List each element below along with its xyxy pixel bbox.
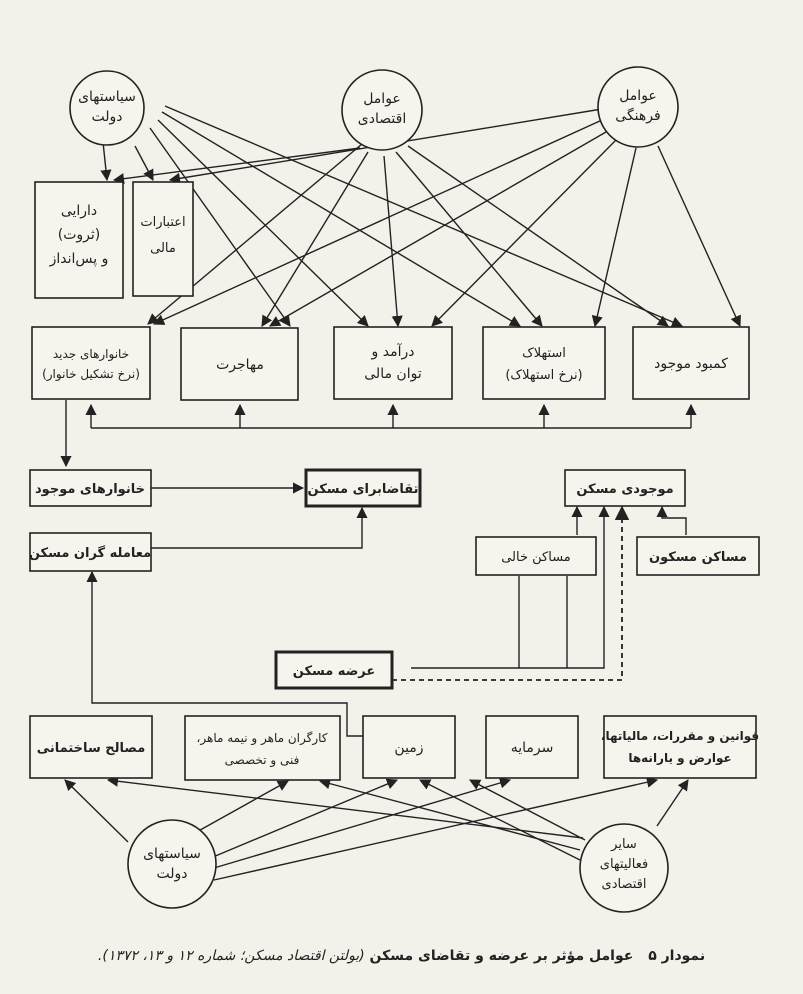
edge-supply-stock-dashed	[392, 505, 630, 681]
node-income	[333, 326, 453, 400]
figure-caption: نمودار ۵ عوامل مؤثر بر عرضه و تقاضای مسک…	[40, 948, 763, 964]
label-housing-supply: عرضه مسکن	[293, 664, 375, 679]
edge-land-dealers	[86, 570, 363, 737]
node-other-econ	[579, 823, 669, 913]
node-occupied	[636, 536, 760, 576]
edge-other-materials	[106, 775, 584, 839]
edge-other-workers	[318, 778, 581, 851]
node-credit	[132, 181, 194, 297]
node-capital	[485, 715, 579, 779]
edge-culture-shortage	[657, 145, 741, 328]
edge-bpolicy-capital	[213, 777, 512, 869]
node-wealth	[34, 181, 124, 299]
label-workers: کارگران ماهر و نیمه ماهر،فنی و تخصصی	[197, 731, 328, 768]
label-existing-households: خانوارهای موجود	[35, 482, 145, 497]
edge-culture-migration	[269, 131, 607, 327]
label-capital: سرمایه	[511, 740, 554, 756]
node-depreciation	[482, 326, 606, 400]
label-occupied: مساکن مسکون	[649, 550, 747, 565]
node-housing-dealers	[29, 532, 152, 572]
node-housing-demand	[304, 468, 422, 508]
node-migration	[180, 327, 299, 401]
caption-title: عوامل مؤثر بر عرضه و تقاضای مسکن	[369, 948, 634, 964]
caption-source: (بولتن اقتصاد مسکن؛ شماره ۱۲ و ۱۳، ۱۳۷۲)…	[97, 948, 365, 964]
edge-other-laws	[656, 779, 689, 827]
edge-policy-credit	[134, 145, 154, 181]
node-vacant	[475, 536, 597, 576]
label-housing-stock: موجودی مسکن	[576, 482, 673, 497]
edge-culture-income	[431, 139, 617, 327]
edge-occupied-stock	[656, 505, 687, 535]
edge-bpolicy-materials	[64, 779, 129, 843]
edge-policy-wealth	[100, 141, 112, 182]
node-materials	[29, 715, 153, 779]
label-housing-dealers: معامله گران مسکن	[29, 545, 151, 561]
edge-econ-wealth	[112, 147, 361, 185]
label-land: زمین	[394, 740, 423, 756]
node-econ-top	[341, 69, 423, 151]
node-housing-supply	[274, 650, 394, 690]
edge-culture-depreciation	[591, 147, 637, 328]
label-new-households: خانوارهای جدید(نرخ تشکیل خانوار)	[42, 347, 140, 382]
node-laws	[603, 715, 757, 779]
edge-policy-shortage	[164, 105, 684, 328]
node-workers	[184, 715, 341, 781]
node-policy-bottom	[127, 819, 217, 909]
edge-econ-income	[383, 155, 403, 328]
label-housing-demand: تقاضابرای مسکن	[308, 482, 419, 497]
edge-other-land	[418, 779, 581, 861]
edge-bpolicy-workers	[192, 780, 289, 835]
edge-policy-income	[157, 119, 369, 327]
edge-bpolicy-laws	[213, 776, 659, 881]
label-laws: قوانین و مقررات، مالیاتها،عوارض و یارانه…	[601, 729, 759, 766]
label-materials: مصالح ساختمانی	[37, 741, 146, 756]
edge-econ-depreciation	[395, 151, 543, 327]
edge-other-capital	[469, 779, 586, 841]
label-shortage: کمبود موجود	[654, 356, 728, 372]
label-vacant: مساکن خالی	[501, 550, 571, 565]
node-land	[362, 715, 456, 779]
edge-culture-newhh	[152, 119, 603, 325]
edge-dealers-demand	[151, 506, 368, 549]
node-new-households	[31, 326, 151, 400]
caption-figure-number: نمودار ۵	[648, 948, 706, 964]
label-wealth: دارایی(ثروت)و پس‌انداز	[49, 203, 109, 267]
edge-econ-migration	[261, 151, 369, 327]
node-culture-top	[597, 66, 679, 148]
label-migration: مهاجرت	[216, 357, 264, 373]
node-housing-stock	[564, 469, 686, 507]
label-depreciation: استهلاک(نرخ استهلاک)	[505, 346, 582, 383]
edge-supply-stock	[411, 505, 610, 669]
node-shortage	[632, 326, 750, 400]
node-policy-top	[69, 70, 145, 146]
edge-econ-shortage	[407, 145, 669, 327]
edge-policy-depreciation	[161, 111, 521, 327]
node-existing-households	[29, 469, 152, 507]
edge-policy-migration	[149, 127, 291, 327]
